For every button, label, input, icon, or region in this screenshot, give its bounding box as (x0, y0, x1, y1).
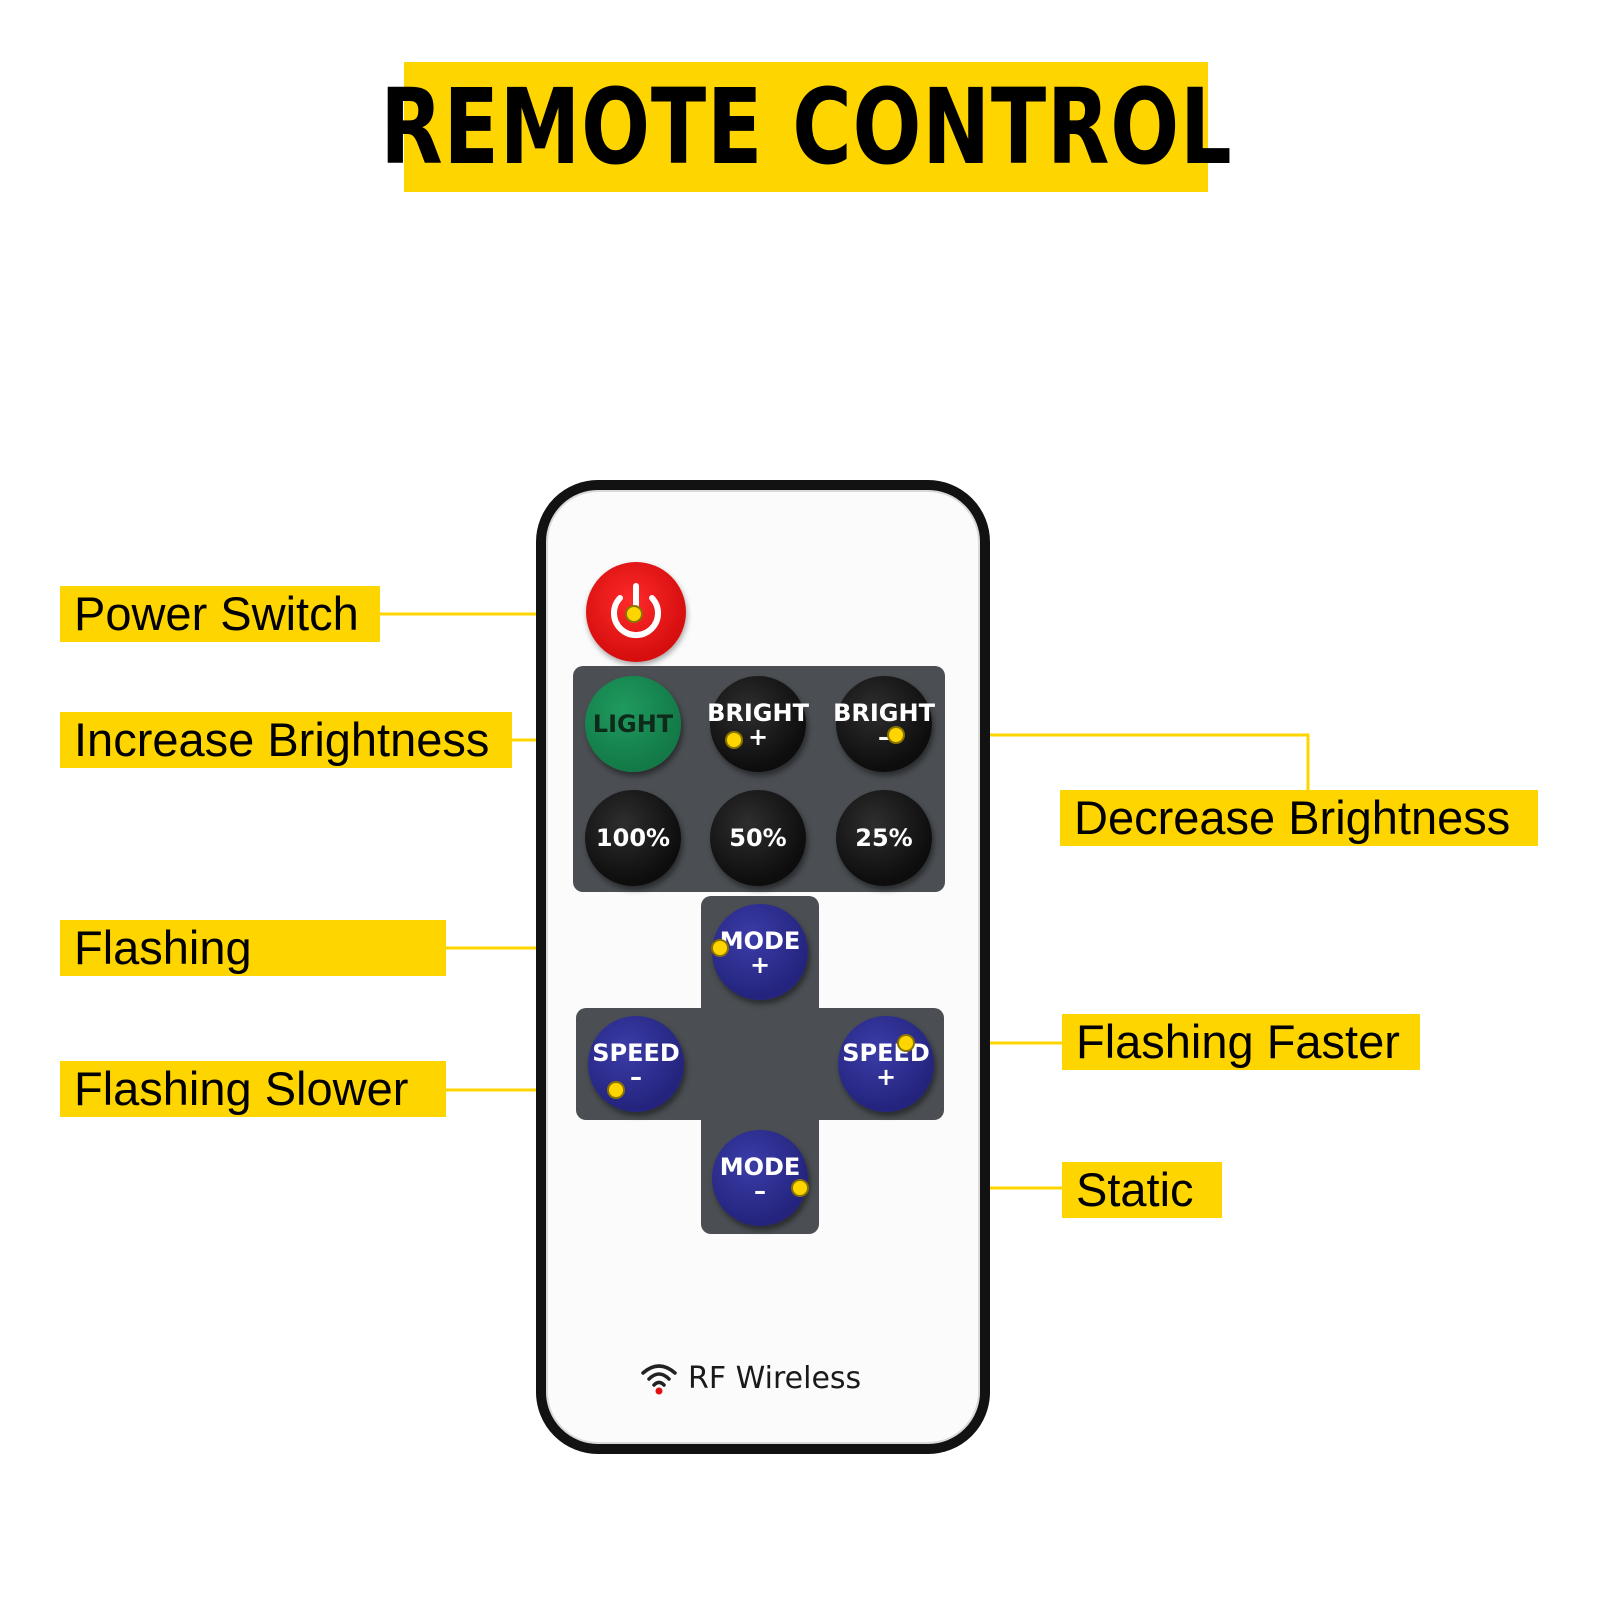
rf-wireless-footer: RF Wireless (640, 1360, 861, 1396)
mode-minus-label: MODE (719, 1153, 801, 1181)
brightness-100-label: 100% (595, 824, 671, 852)
brightness-25-label: 25% (855, 824, 913, 852)
callout-increase-brightness: Increase Brightness (60, 712, 512, 768)
bright-minus-button[interactable]: BRIGHT – (833, 676, 935, 772)
brightness-100-button[interactable]: 100% (585, 790, 681, 886)
callout-dot-mode-minus (791, 1179, 809, 1197)
mode-minus-button[interactable]: MODE – (712, 1130, 808, 1226)
wifi-icon (641, 1364, 677, 1395)
mode-plus-sign: + (749, 951, 771, 979)
speed-minus-sign: – (630, 1063, 642, 1091)
callout-flashing-faster: Flashing Faster (1062, 1014, 1420, 1070)
bright-plus-button[interactable]: BRIGHT + (707, 676, 809, 772)
light-button[interactable]: LIGHT (585, 676, 681, 772)
callout-dot-bright-minus (887, 726, 905, 744)
callout-dot-speed-minus (607, 1081, 625, 1099)
brightness-25-button[interactable]: 25% (836, 790, 932, 886)
light-button-label: LIGHT (592, 710, 674, 738)
speed-plus-label: SPEED (842, 1039, 930, 1067)
callout-dot-power (625, 605, 643, 623)
bright-plus-label: BRIGHT (707, 699, 809, 727)
callout-flashing-slower: Flashing Slower (60, 1061, 446, 1117)
rf-wireless-label: RF Wireless (688, 1360, 862, 1396)
mode-plus-label: MODE (719, 927, 801, 955)
mode-minus-sign: – (754, 1177, 766, 1205)
bright-plus-sign: + (747, 723, 769, 751)
callout-power-switch: Power Switch (60, 586, 380, 642)
brightness-50-label: 50% (729, 824, 787, 852)
page-title: REMOTE CONTROL (379, 66, 1233, 188)
callout-flashing: Flashing (60, 920, 446, 976)
speed-minus-button[interactable]: SPEED – (588, 1016, 684, 1112)
callout-dot-speed-plus (897, 1034, 915, 1052)
speed-minus-label: SPEED (592, 1039, 680, 1067)
bright-minus-label: BRIGHT (833, 699, 935, 727)
speed-plus-sign: + (875, 1063, 897, 1091)
callout-dot-mode-plus (711, 939, 729, 957)
title-banner: REMOTE CONTROL (380, 62, 1231, 192)
leader-decrease-brightness (896, 733, 1310, 792)
speed-plus-button[interactable]: SPEED + (838, 1016, 934, 1112)
callout-dot-bright-plus (725, 731, 743, 749)
callout-decrease-brightness: Decrease Brightness (1060, 790, 1538, 846)
callout-static: Static (1062, 1162, 1222, 1218)
brightness-50-button[interactable]: 50% (710, 790, 806, 886)
